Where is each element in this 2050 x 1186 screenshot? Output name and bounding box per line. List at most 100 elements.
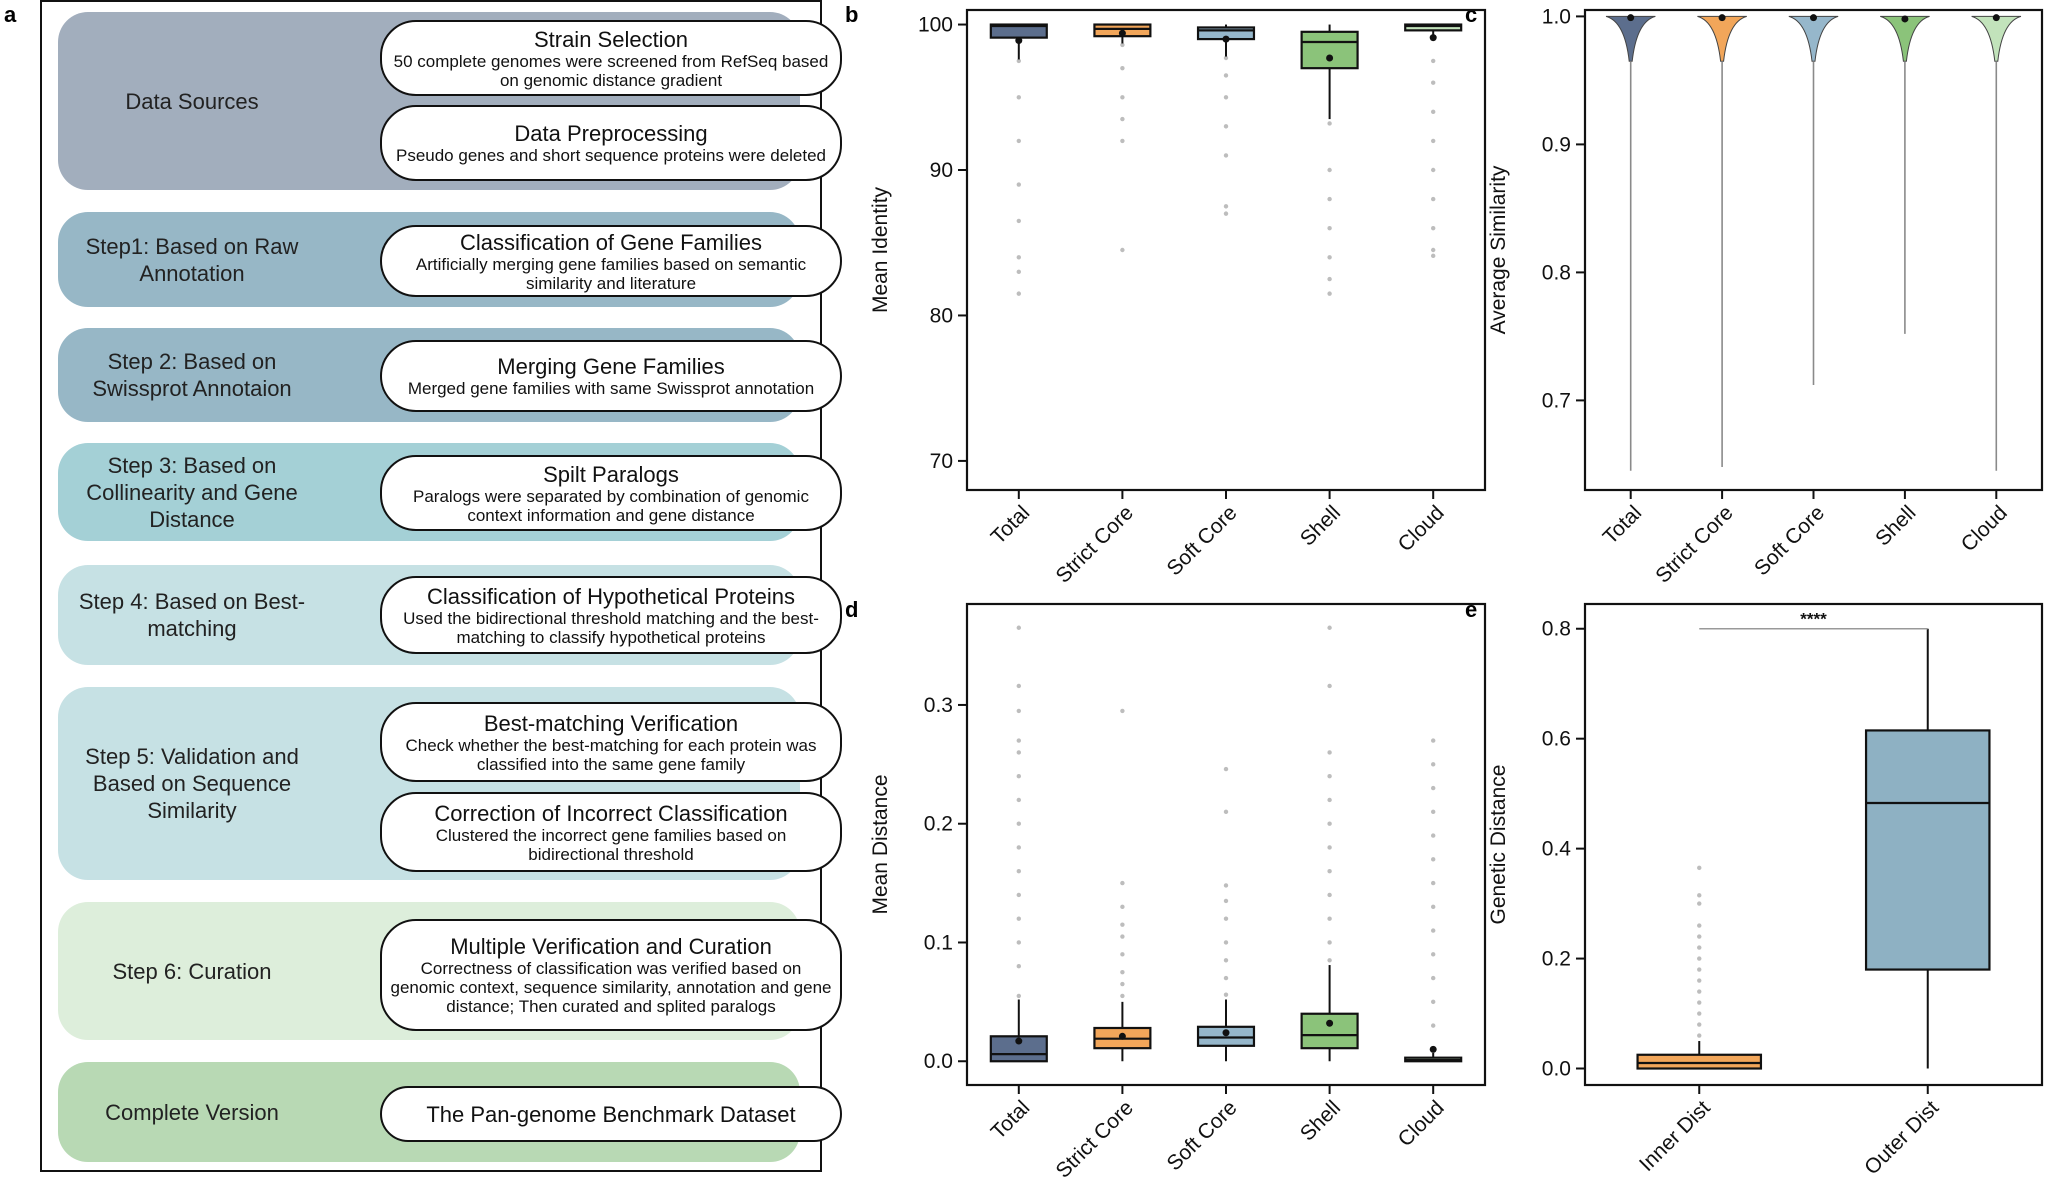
outlier-point	[1120, 904, 1125, 910]
box-2	[1196, 1025, 1256, 1047]
outlier-point	[1697, 956, 1702, 961]
box-title: Strain Selection	[533, 26, 689, 52]
outlier-point	[1697, 989, 1702, 994]
mean-marker	[1015, 37, 1023, 45]
outlier-point	[1327, 255, 1332, 260]
y-tick-label: 0.2	[924, 813, 953, 836]
mean-marker	[1326, 1019, 1334, 1027]
x-tick-label: Soft Core	[1163, 501, 1242, 580]
y-tick-label: 90	[930, 159, 953, 182]
outlier-point	[1120, 42, 1125, 48]
workflow-box: Classification of Gene Families Artifici…	[380, 225, 842, 297]
outlier-point	[1431, 196, 1436, 202]
x-tick-label: Soft Core	[1163, 1096, 1242, 1175]
outlier-point	[1016, 95, 1021, 100]
mean-marker	[1429, 34, 1437, 42]
box-description: 50 complete genomes were screened from R…	[393, 51, 829, 90]
axes-frame	[965, 602, 1487, 1087]
outlier-point	[1223, 975, 1229, 981]
workflow-box: Correction of Incorrect Classification C…	[380, 792, 842, 872]
outlier-point	[1431, 225, 1436, 231]
outlier-point	[1327, 276, 1332, 282]
x-tick-label: Inner Dist	[1635, 1096, 1715, 1176]
workflow-box: Merging Gene Families Merged gene famili…	[380, 340, 842, 412]
x-tick-label: Cloud	[1957, 501, 2012, 556]
outlier-point	[1431, 1023, 1436, 1028]
mean-marker	[1015, 1037, 1023, 1045]
y-tick-label: 0.1	[924, 931, 953, 954]
outlier-point	[1223, 883, 1229, 888]
violin-4	[1971, 15, 2022, 62]
workflow-box: Strain Selection 50 complete genomes wer…	[380, 20, 842, 96]
y-axis-label: Mean Distance	[869, 774, 892, 914]
outlier-point	[1016, 625, 1021, 630]
outlier-point	[1120, 138, 1125, 144]
box-description: Pseudo genes and short sequence proteins…	[395, 146, 827, 165]
x-tick-label: Soft Core	[1750, 501, 1829, 580]
outlier-point	[1120, 981, 1125, 987]
outlier-point	[1016, 993, 1021, 999]
stage-step2: Step 2: Based on Swissprot Annotaion Mer…	[58, 328, 842, 422]
outlier-point	[1431, 928, 1436, 933]
box-0	[1636, 1053, 1763, 1070]
outlier-point	[1327, 750, 1332, 755]
outlier-point	[1327, 797, 1332, 803]
mean-marker	[1118, 1032, 1126, 1040]
stage-label: Step 5: Validation and Based on Sequence…	[85, 744, 299, 823]
workflow-box: The Pan-genome Benchmark Dataset	[380, 1086, 842, 1142]
outlier-point	[1697, 923, 1702, 928]
y-tick-label: 0.2	[1542, 948, 1571, 971]
outlier-point	[1016, 182, 1021, 187]
x-tick-label: Strict Core	[1052, 501, 1138, 587]
outlier-point	[1327, 167, 1332, 173]
outlier-point	[1223, 55, 1229, 61]
outlier-point	[1697, 1000, 1702, 1005]
outlier-point	[1431, 809, 1436, 815]
y-axis-label: Mean Identity	[869, 186, 892, 313]
outlier-point	[1327, 121, 1332, 126]
mean-marker	[1992, 14, 2000, 22]
outlier-point	[1016, 845, 1021, 850]
outlier-point	[1431, 999, 1436, 1005]
box-title: The Pan-genome Benchmark Dataset	[426, 1101, 796, 1127]
stage-step1: Step1: Based on Raw Annotation Classific…	[58, 212, 842, 307]
outlier-point	[1431, 138, 1436, 144]
x-tick-label: Total	[987, 1096, 1035, 1144]
outlier-point	[1016, 892, 1021, 898]
y-tick-label: 0.8	[1542, 618, 1571, 641]
mean-marker	[1429, 1045, 1437, 1053]
y-tick-label: 70	[930, 450, 953, 473]
workflow-box: Multiple Verification and Curation Corre…	[380, 919, 842, 1031]
panel-letter-b: b	[845, 2, 859, 27]
box-description: Paralogs were separated by combination o…	[413, 486, 809, 525]
outlier-point	[1120, 65, 1125, 71]
x-tick-label: Shell	[1296, 501, 1345, 550]
stage-complete-version: Complete Version The Pan-genome Benchmar…	[58, 1062, 842, 1162]
outlier-point	[1431, 952, 1436, 957]
workflow-box: Spilt Paralogs Paralogs were separated b…	[380, 455, 842, 531]
workflow-box: Classification of Hypothetical Proteins …	[380, 576, 842, 654]
outlier-point	[1223, 898, 1229, 904]
outlier-point	[1120, 247, 1125, 253]
outlier-point	[1120, 952, 1125, 957]
mean-marker	[1118, 29, 1126, 37]
violin-3	[1880, 15, 1930, 62]
outlier-point	[1016, 869, 1021, 874]
outlier-point	[1697, 945, 1702, 950]
x-tick-label: Total	[987, 501, 1035, 549]
outlier-point	[1016, 138, 1021, 144]
box-title: Correction of Incorrect Classification	[434, 800, 788, 826]
stage-label: Step 2: Based on Swissprot Annotaion	[92, 349, 292, 401]
outlier-point	[1431, 738, 1436, 743]
box-title: Best-matching Verification	[483, 710, 739, 736]
mean-marker	[1627, 14, 1635, 22]
outlier-point	[1016, 58, 1021, 64]
x-tick-label: Shell	[1296, 1096, 1345, 1145]
y-tick-label: 1.0	[1542, 5, 1571, 28]
axes-frame	[1583, 602, 2044, 1087]
outlier-point	[1223, 124, 1229, 129]
x-tick-label: Cloud	[1394, 501, 1449, 556]
outlier-point	[1431, 58, 1436, 64]
outlier-point	[1697, 1022, 1702, 1027]
